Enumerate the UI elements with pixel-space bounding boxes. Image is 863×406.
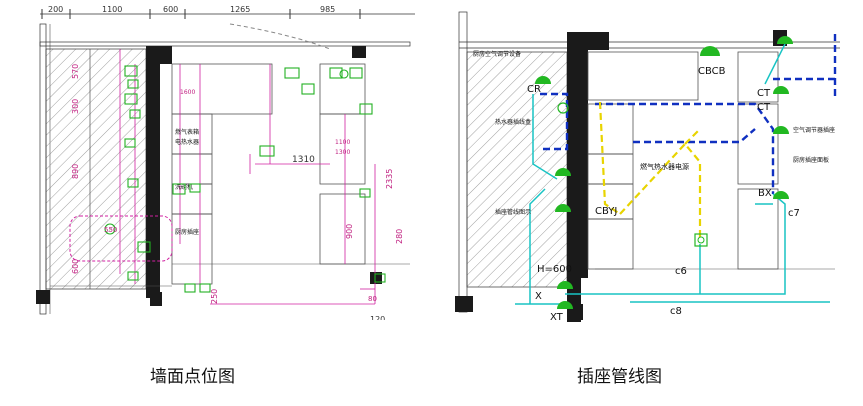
label-top-left: 厨房空气调节设备 — [473, 50, 521, 58]
label-bx: BX — [758, 188, 772, 199]
top-dim-5: 985 — [320, 5, 335, 14]
outlet-symbols-right — [535, 36, 793, 309]
label-x: X — [535, 291, 542, 302]
room-dim-6: 250 — [210, 289, 219, 304]
left-text-1: 热水器插线盒 — [495, 118, 531, 126]
label-ct-1: CT — [757, 88, 771, 99]
label-xt: XT — [550, 312, 564, 322]
label-ct-2: CT — [757, 102, 771, 113]
hatched-wall-right — [466, 51, 568, 288]
conduit-lines-yellow — [598, 101, 702, 239]
outlet-tag-2: 1100 — [335, 139, 350, 146]
outlet-tag-3: 1300 — [335, 149, 350, 156]
room-dim-height: 2335 — [385, 169, 394, 189]
highlight-region — [69, 215, 173, 262]
room-text-2: 电热水器 — [175, 138, 199, 146]
room-dim-3: 280 — [395, 229, 404, 244]
label-c8: c8 — [670, 306, 682, 317]
room-text-4: 厨房插座 — [175, 228, 199, 236]
caption-socket-conduit-plan: 插座管线图 — [577, 367, 662, 387]
left-dim-3: 890 — [71, 164, 80, 179]
left-dim-1: 570 — [71, 64, 80, 79]
caption-wall-point-plan: 墙面点位图 — [150, 367, 235, 387]
label-h600: H=600 — [537, 264, 572, 275]
room-text-1: 燃气表箱 — [175, 128, 199, 136]
label-c7: c7 — [788, 208, 800, 219]
hatched-wall-left — [45, 48, 147, 290]
left-dim-4: 600 — [71, 259, 80, 274]
room-dim-width: 1310 — [292, 155, 315, 165]
wall-point-plan-drawing: 200 1100 600 1265 985 570 300 — [36, 5, 415, 324]
outlet-symbols — [104, 65, 386, 293]
top-dim-2: 1100 — [102, 5, 122, 14]
outlet-tag-1: 550 — [104, 226, 117, 234]
room-dim-5: 120 — [370, 315, 385, 320]
top-dim-3: 600 — [163, 5, 178, 14]
left-text-2: 插座管线图示 — [495, 208, 531, 216]
socket-conduit-plan-drawing: 厨房空气调节设备 CR CBCB CT CT BX c7 c6 c8 CBYJ … — [455, 11, 840, 323]
wall-column-right — [567, 32, 581, 322]
label-cr: CR — [527, 84, 541, 95]
label-tag-top-right: 空气调节器插座 — [793, 126, 835, 134]
room-dim-7: 80 — [368, 295, 377, 303]
top-dim-4: 1265 — [230, 5, 250, 14]
outlet-tag-4: 1600 — [180, 89, 195, 96]
wall-point-plan: 200 1100 600 1265 985 570 300 — [30, 4, 415, 324]
socket-conduit-plan: 厨房空气调节设备 CR CBCB CT CT BX c7 c6 c8 CBYJ … — [455, 4, 840, 323]
conduit-lines-blue — [540, 34, 837, 194]
wall-column — [146, 46, 160, 298]
top-dim-1: 200 — [48, 5, 63, 14]
label-range-hood: 燃气热水器电源 — [640, 162, 689, 171]
label-tag-right-mid: 厨房插座面板 — [793, 156, 829, 164]
room-text-3: 洗碗机 — [175, 183, 193, 191]
conduit-lines-cyan — [515, 43, 830, 305]
room-dim-4: 900 — [345, 224, 354, 239]
label-cbcb: CBCB — [698, 66, 726, 77]
label-cbyj: CBYJ — [595, 206, 617, 217]
magenta-dimension-lines — [119, 49, 376, 305]
label-c6: c6 — [675, 266, 687, 277]
top-dimension-ticks — [41, 9, 361, 19]
left-dim-2: 300 — [71, 99, 80, 114]
